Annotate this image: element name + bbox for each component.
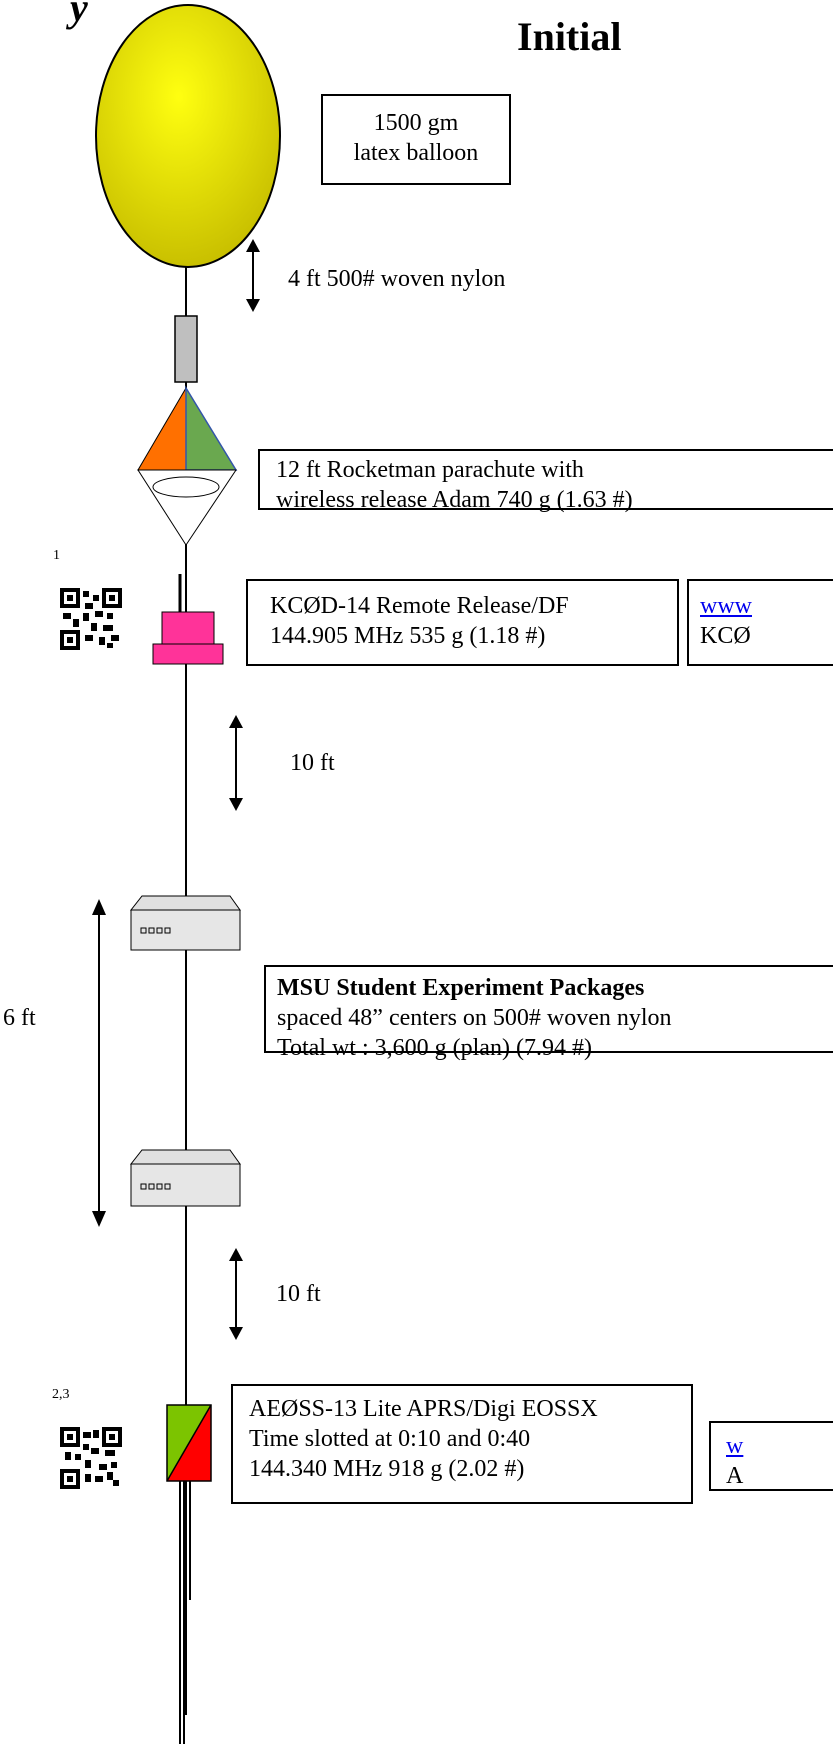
tracker-label-line2: Time slotted at 0:10 and 0:40 [249, 1426, 531, 1452]
experiments-line2: spaced 48” centers on 500# woven nylon [277, 1005, 672, 1031]
footnote-marker-2-3: 2,3 [52, 1387, 70, 1402]
tracker-side-box: w A [709, 1421, 833, 1491]
page-title-partial: y [70, 0, 88, 30]
tether-label: 4 ft 500# woven nylon [288, 266, 506, 292]
tracker-label-box: AEØSS-13 Lite APRS/Digi EOSSX Time slott… [231, 1384, 693, 1504]
spacing-arrow-10ft-lower [229, 1248, 243, 1340]
release-side-link[interactable]: www [700, 593, 752, 619]
tracker-unit [166, 1404, 212, 1744]
qr-code-icon [60, 588, 122, 650]
tracker-label-line3: 144.340 MHz 918 g (2.02 #) [249, 1456, 525, 1482]
parachute-label-line1: 12 ft Rocketman parachute with [276, 457, 584, 483]
spacing-arrow-4ft [246, 239, 260, 312]
experiment-package-lower [129, 1149, 241, 1207]
spacing-arrow-6ft [92, 899, 106, 1227]
footnote-marker-1: 1 [53, 548, 60, 563]
connector-block [174, 315, 198, 383]
release-unit [152, 574, 224, 665]
parachute-label-box: 12 ft Rocketman parachute with wireless … [258, 449, 833, 513]
release-label-box: KCØD-14 Remote Release/DF 144.905 MHz 53… [246, 579, 679, 666]
tracker-side-link[interactable]: w [726, 1433, 744, 1459]
release-side-box: www KCØ [687, 579, 833, 666]
page-title: Initial [517, 14, 622, 59]
parachute [137, 385, 238, 546]
spacing-label-upper: 10 ft [290, 750, 335, 776]
spacing-arrow-10ft-upper [229, 715, 243, 811]
balloon-label-line1: 1500 gm [373, 110, 459, 136]
balloon-label-box: 1500 gm latex balloon [321, 94, 511, 185]
experiment-package-upper [129, 895, 241, 951]
qr-code-icon [60, 1427, 122, 1489]
tracker-side-text: A [726, 1463, 744, 1489]
balloon-label-line2: latex balloon [353, 140, 479, 166]
experiments-title: MSU Student Experiment Packages [277, 975, 645, 1001]
release-label-line1: KCØD-14 Remote Release/DF [270, 593, 569, 619]
experiments-label-box: MSU Student Experiment Packages spaced 4… [264, 965, 833, 1061]
release-side-text: KCØ [700, 623, 751, 649]
experiments-line3: Total wt : 3,600 g (plan) (7.94 #) [277, 1035, 592, 1061]
tracker-label-line1: AEØSS-13 Lite APRS/Digi EOSSX [249, 1396, 598, 1422]
spacing-label-lower: 10 ft [276, 1281, 321, 1307]
balloon [95, 4, 281, 268]
release-label-line2: 144.905 MHz 535 g (1.18 #) [270, 623, 546, 649]
parachute-label-line2: wireless release Adam 740 g (1.63 #) [276, 487, 633, 513]
six-ft-label: 6 ft [3, 1005, 36, 1031]
